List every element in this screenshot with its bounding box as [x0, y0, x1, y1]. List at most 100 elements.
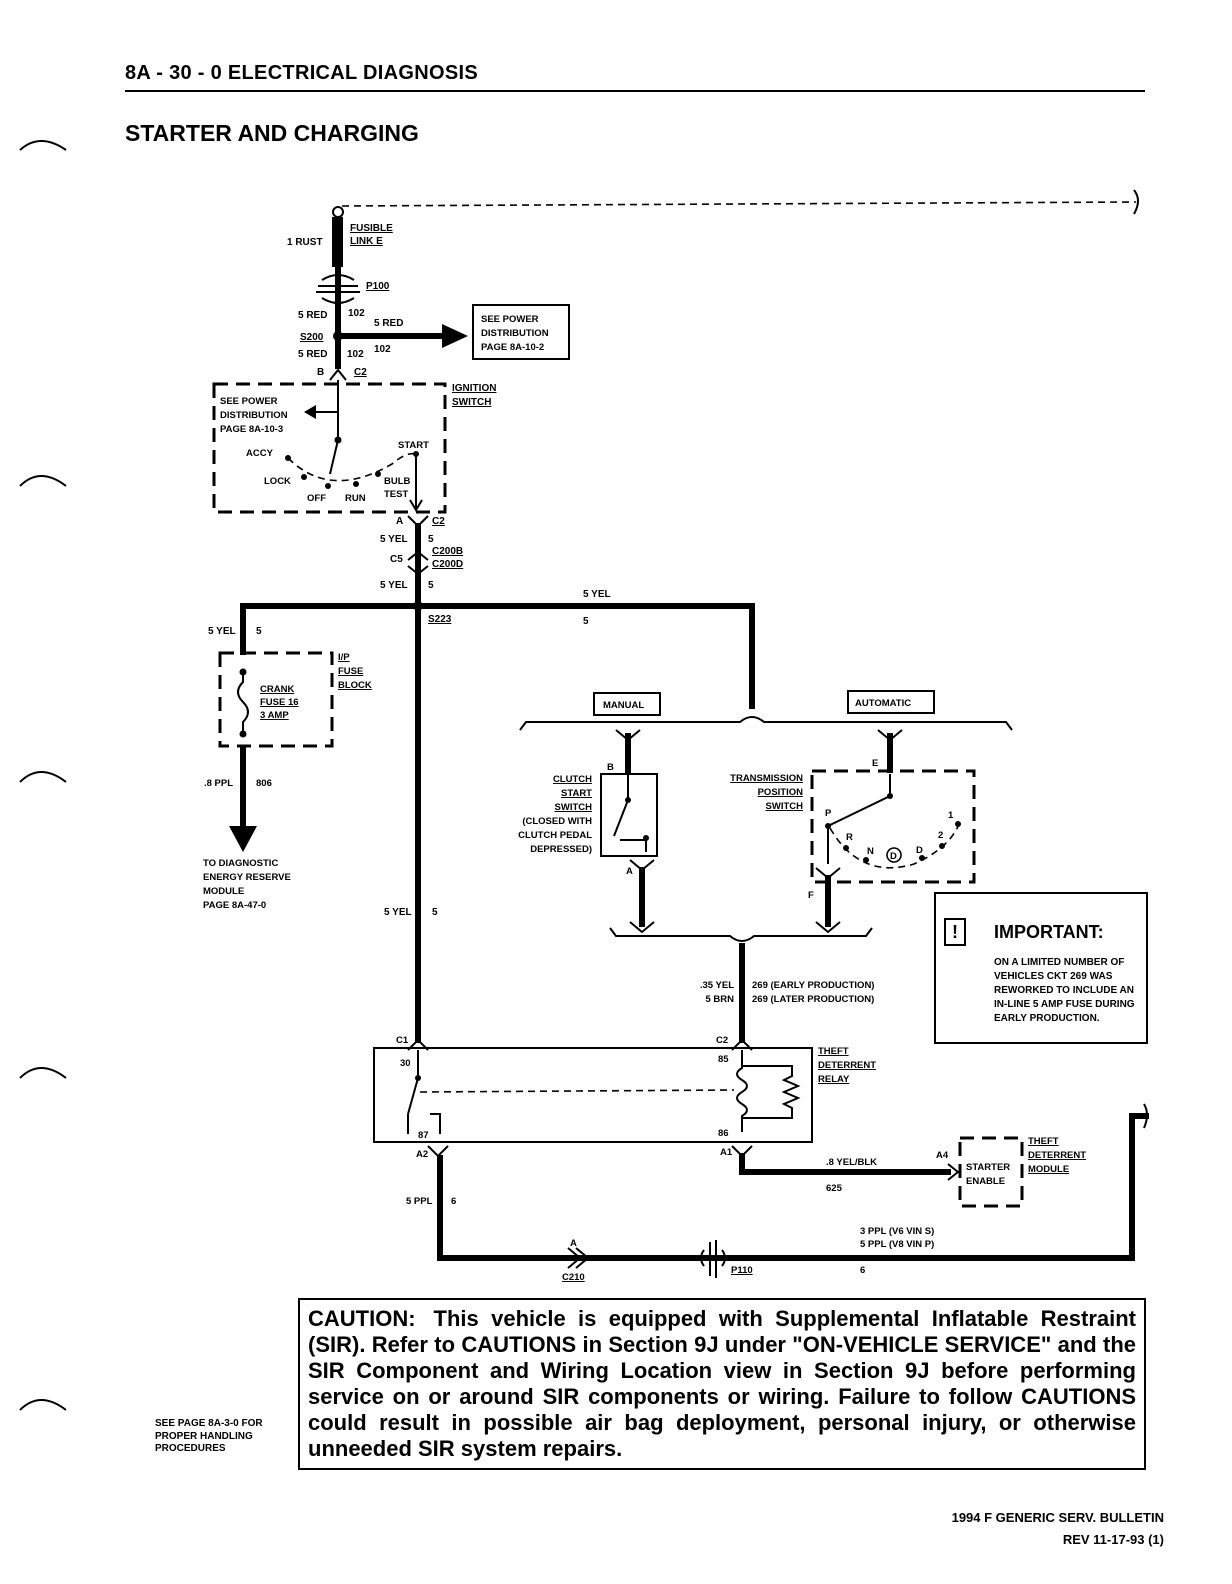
- relay-connector-c2: [731, 1038, 753, 1051]
- wire-35yel-label: .35 YEL: [700, 980, 734, 991]
- connector-c210: [567, 1247, 590, 1269]
- pos-bulb: [375, 471, 381, 477]
- fusible-link-label-2: LINK E: [350, 236, 383, 247]
- trans-pivot: [887, 793, 893, 799]
- wire-8ppl-label: .8 PPL: [204, 778, 233, 789]
- binder-mark-3: [19, 771, 67, 783]
- fusible-link-top: [332, 206, 344, 218]
- connector-c1-label: C1: [396, 1035, 409, 1046]
- wire-5ppl-v8-label: 5 PPL (V8 VIN P): [860, 1239, 934, 1250]
- trans-connector-top: [877, 729, 903, 742]
- ckt-102-upper: 102: [348, 308, 365, 319]
- clutch-contact: [613, 774, 647, 852]
- theft-relay-box: [373, 1047, 813, 1143]
- relay-connector-c1: [407, 1038, 429, 1051]
- power-dist-box-1: [472, 304, 570, 360]
- derm-line2: ENERGY RESERVE: [203, 872, 291, 883]
- ignition-switch-label-1: IGNITION: [452, 383, 496, 394]
- gear-r-label: R: [846, 832, 853, 843]
- arrow-to-power-dist-2-head: [304, 405, 316, 419]
- power-dist-2-line3: PAGE 8A-10-3: [220, 424, 283, 435]
- exclamation-icon: !: [944, 918, 966, 946]
- power-dist-1-line3: PAGE 8A-10-2: [481, 342, 544, 353]
- gear-n-contact: [863, 857, 869, 863]
- power-dist-2-line1: SEE POWER: [220, 396, 278, 407]
- ckt-102-lower: 102: [347, 349, 364, 360]
- trans-label-2: POSITION: [758, 787, 804, 798]
- relay-resistor: [742, 1065, 801, 1119]
- wire-3ppl-v6-label: 3 PPL (V6 VIN S): [860, 1226, 934, 1237]
- wire-5red-upper: 5 RED: [298, 310, 327, 321]
- ckt-269-early-label: 269 (EARLY PRODUCTION): [752, 980, 874, 991]
- battery-feed-end-mark: [1133, 189, 1139, 215]
- theft-module-label-1: THEFT: [1028, 1136, 1059, 1147]
- crank-fuse-label-1: CRANK: [260, 684, 294, 695]
- connector-c2-b: [329, 368, 347, 381]
- option-merge-bracket: [609, 927, 873, 942]
- pos-off: [325, 483, 331, 489]
- power-dist-1-line1: SEE POWER: [481, 314, 539, 325]
- crank-fuse-label-2: FUSE 16: [260, 697, 299, 708]
- connector-c2-top-label: C2: [354, 367, 367, 378]
- ip-fuse-block-label-2: FUSE: [338, 666, 363, 677]
- crank-fuse-label-3: 3 AMP: [260, 710, 289, 721]
- gear-d-circle: [886, 847, 902, 863]
- clutch-label-2: START: [561, 788, 592, 799]
- ckt-5-right: 5: [583, 616, 589, 627]
- caution-label: CAUTION:: [308, 1306, 416, 1331]
- power-dist-2-line2: DISTRIBUTION: [220, 410, 288, 421]
- option-split-bracket-top: [519, 716, 1013, 731]
- s223-label: S223: [428, 614, 452, 625]
- binder-mark-4: [19, 1067, 67, 1079]
- ckt-6-right-label: 6: [860, 1265, 865, 1276]
- gear-d2-label: D: [916, 845, 923, 856]
- pin-86-label: 86: [718, 1128, 729, 1139]
- ignition-switch-box: [212, 382, 447, 514]
- ckt-625-label: 625: [826, 1183, 843, 1194]
- caution-note: CAUTION:This vehicle is equipped with Su…: [298, 1298, 1146, 1470]
- p110-label: P110: [731, 1265, 753, 1276]
- important-text: ON A LIMITED NUMBER OF VEHICLES CKT 269 …: [994, 957, 1135, 1024]
- relay-armature-link: [419, 1089, 735, 1093]
- sw-test-label: TEST: [384, 489, 408, 500]
- theft-relay-label-2: DETERRENT: [818, 1060, 876, 1071]
- derm-line1: TO DIAGNOSTIC: [203, 858, 278, 869]
- trans-switch-blade: [827, 774, 891, 827]
- binder-mark-1: [19, 140, 67, 151]
- automatic-label: AUTOMATIC: [855, 698, 911, 709]
- gear-n-label: N: [867, 846, 874, 857]
- ignition-switch-blade: [329, 439, 339, 475]
- wire-8yelblk-label: .8 YEL/BLK: [826, 1157, 877, 1168]
- relay-switch-pivot: [415, 1075, 421, 1081]
- relay-connector-a2: [427, 1145, 449, 1158]
- pin-87-label: 87: [418, 1130, 429, 1141]
- gear-1-contact: [955, 821, 961, 827]
- important-title: IMPORTANT:: [994, 922, 1104, 942]
- sw-off-label: OFF: [307, 493, 326, 504]
- wire-5-to-transmission: [415, 603, 755, 709]
- theft-relay-label-3: RELAY: [818, 1074, 850, 1085]
- clutch-label-1: CLUTCH: [553, 774, 592, 785]
- theft-module-label-3: MODULE: [1028, 1164, 1069, 1175]
- pos-lock: [301, 474, 307, 480]
- ckt-269-later-label: 269 (LATER PRODUCTION): [752, 994, 874, 1005]
- connector-p110: [700, 1240, 726, 1278]
- gear-arc: [829, 821, 961, 869]
- header-title: 8A - 30 - 0 ELECTRICAL DIAGNOSIS: [125, 62, 478, 84]
- derm-line3: MODULE: [203, 886, 244, 897]
- ckt-806-label: 806: [256, 778, 272, 789]
- automatic-box: [847, 690, 935, 714]
- wire-5yel-b: 5 YEL: [380, 580, 408, 591]
- wire-5red-lower: 5 RED: [298, 349, 327, 360]
- clutch-label-4: (CLOSED WITH: [522, 816, 592, 827]
- gear-1-label: 1: [948, 810, 954, 821]
- gear-p-label: P: [825, 808, 832, 819]
- connector-c200: [407, 550, 429, 576]
- wire-625: [739, 1153, 951, 1175]
- wire-5brn-label: 5 BRN: [705, 994, 734, 1005]
- p100-label: P100: [366, 281, 390, 292]
- fusible-link-e: [332, 217, 343, 267]
- c200b-label: C200B: [432, 546, 463, 557]
- clutch-pivot-bottom: [643, 835, 649, 841]
- ip-fuse-block-box: [218, 651, 334, 748]
